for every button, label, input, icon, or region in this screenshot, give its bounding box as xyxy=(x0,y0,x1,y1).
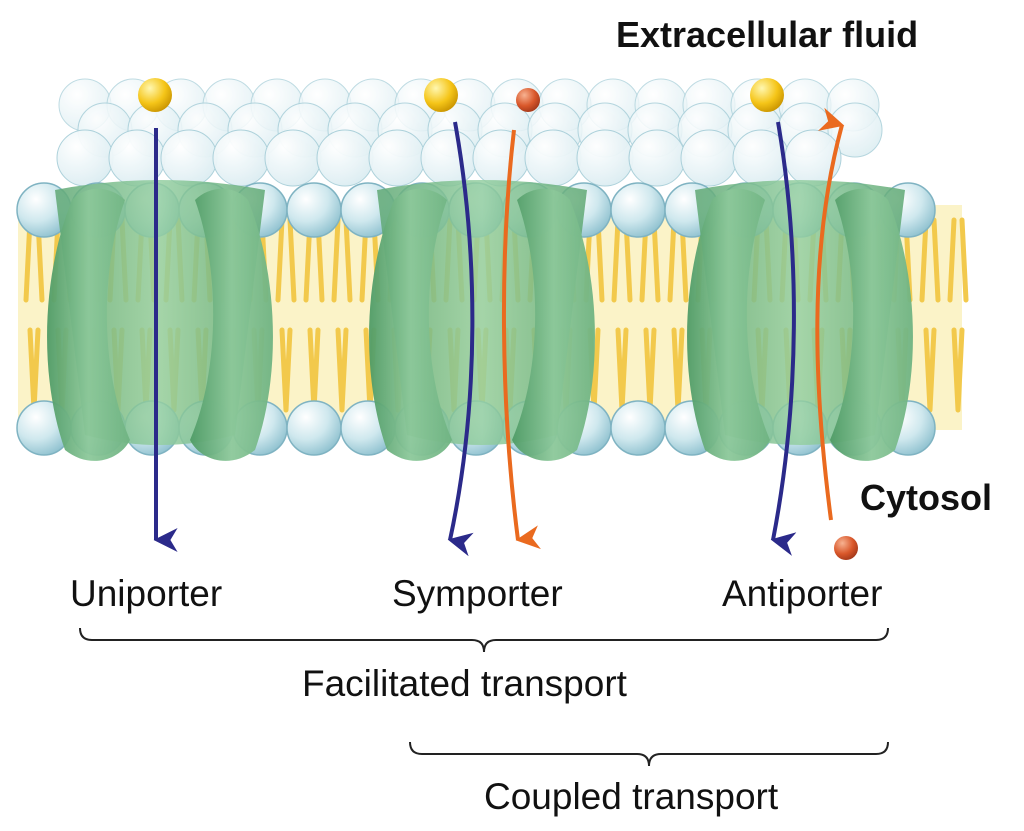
uniporter-label: Uniporter xyxy=(70,573,223,614)
facilitated-bracket xyxy=(79,627,889,653)
lipid-head xyxy=(610,182,666,238)
lipid-tail xyxy=(643,327,657,413)
lipid-head xyxy=(286,400,342,456)
solute-yellow-uniporter xyxy=(138,78,172,112)
lipid-head xyxy=(56,129,114,187)
transport-proteins xyxy=(47,180,913,461)
solute-orange-symporter xyxy=(516,88,540,112)
protein-lobe xyxy=(512,188,595,461)
antiporter-outward-arrow xyxy=(815,107,845,521)
coupled-transport-label: Coupled transport xyxy=(484,776,779,817)
lipid-head xyxy=(368,129,426,187)
lipid-tail xyxy=(671,327,685,413)
symporter-solute-b-arrow xyxy=(501,129,541,550)
protein-lobe xyxy=(687,188,770,461)
lipid-head xyxy=(212,129,270,187)
lipid-tail xyxy=(615,327,629,413)
protein-lobe xyxy=(47,188,130,461)
transport-arrows xyxy=(153,107,845,557)
lipid-tail xyxy=(947,217,969,303)
coupled-bracket xyxy=(409,741,889,767)
lipid-head xyxy=(524,129,582,187)
lipid-head xyxy=(316,129,374,187)
group-brackets xyxy=(79,627,889,767)
protein-lobe xyxy=(830,188,913,461)
lipid-tail xyxy=(335,327,349,413)
lipid-tail xyxy=(951,327,965,413)
antiporter-label: Antiporter xyxy=(722,573,883,614)
lipid-head xyxy=(420,129,478,187)
symporter-solute-a-arrow xyxy=(447,121,475,557)
lipid-tail xyxy=(923,327,937,413)
lipid-head xyxy=(680,129,738,187)
solute-yellow-symporter xyxy=(424,78,458,112)
antiporter-inward-arrow xyxy=(770,121,797,556)
transporter-protein xyxy=(687,180,913,461)
symporter-label: Symporter xyxy=(392,573,563,614)
facilitated-transport-label: Facilitated transport xyxy=(302,663,627,704)
lipid-tail xyxy=(307,327,321,413)
cytosol-label: Cytosol xyxy=(860,477,993,518)
lipid-tail xyxy=(275,217,297,303)
solute-yellow-antiporter xyxy=(750,78,784,112)
lipid-tail xyxy=(27,327,41,413)
lipid-head xyxy=(160,129,218,187)
lipid-head xyxy=(628,129,686,187)
lipid-head xyxy=(610,400,666,456)
lipid-tail xyxy=(331,217,353,303)
protein-lobe xyxy=(190,188,273,461)
lipid-head xyxy=(286,182,342,238)
lipid-head xyxy=(264,129,322,187)
solutes xyxy=(138,78,858,560)
lipid-head xyxy=(472,129,530,187)
transporter-protein xyxy=(369,180,595,461)
lipid-tail xyxy=(279,327,293,413)
transporter-protein xyxy=(47,180,273,461)
protein-lobe xyxy=(369,188,452,461)
extracellular-label: Extracellular fluid xyxy=(616,14,919,55)
solute-orange-antiporter xyxy=(834,536,858,560)
lipid-head xyxy=(576,129,634,187)
lipid-tail xyxy=(919,217,941,303)
